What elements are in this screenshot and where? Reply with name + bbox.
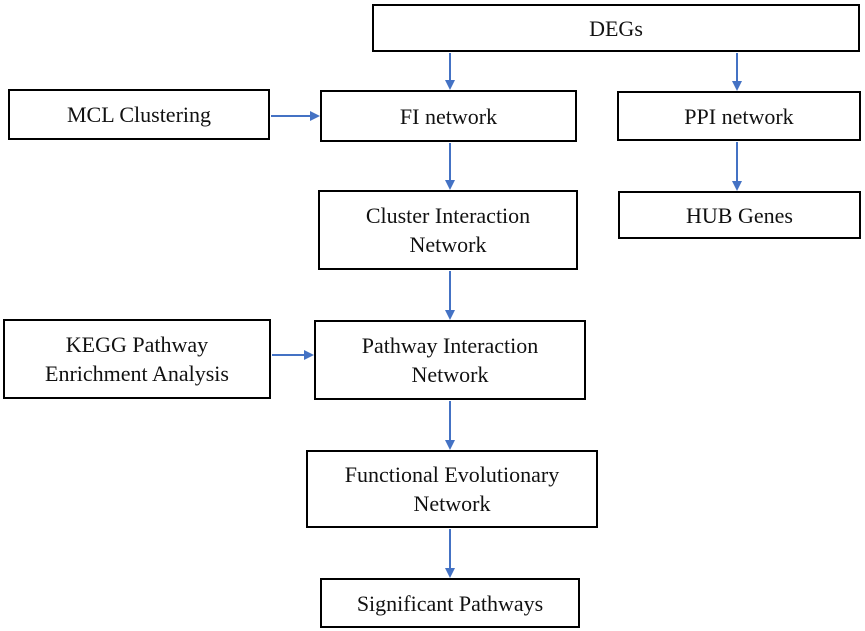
node-kegg-line-2: Enrichment Analysis	[45, 361, 229, 386]
node-ppi-network-label: PPI network	[684, 103, 794, 129]
node-functional-line-1: Functional Evolutionary	[344, 462, 560, 487]
node-kegg-enrichment-analysis-text: KEGG Pathway Enrichment Analysis	[45, 330, 229, 388]
node-fi-network: FI network	[320, 90, 577, 142]
node-pathway-interaction-network-text: Pathway Interaction Network	[362, 331, 539, 389]
node-ppi-network: PPI network	[617, 91, 861, 141]
node-cluster-line-2: Network	[409, 232, 487, 257]
node-pathway-interaction-network: Pathway Interaction Network	[314, 320, 586, 400]
node-significant-pathways-label: Significant Pathways	[356, 590, 544, 616]
node-degs: DEGs	[372, 4, 860, 52]
node-functional-line-2: Network	[413, 491, 491, 516]
node-mcl-clustering: MCL Clustering	[8, 89, 270, 140]
node-fi-network-label: FI network	[399, 103, 498, 129]
node-functional-evolutionary-network-text: Functional Evolutionary Network	[345, 460, 559, 518]
node-pathway-line-2: Network	[411, 362, 489, 387]
node-hub-genes-label: HUB Genes	[686, 202, 793, 228]
node-significant-pathways: Significant Pathways	[320, 578, 580, 628]
node-cluster-interaction-network-text: Cluster Interaction Network	[366, 201, 530, 259]
node-pathway-line-1: Pathway Interaction	[361, 333, 539, 358]
node-cluster-line-1: Cluster Interaction	[365, 203, 531, 228]
node-mcl-clustering-label: MCL Clustering	[66, 102, 212, 127]
node-cluster-interaction-network: Cluster Interaction Network	[318, 190, 578, 270]
node-kegg-line-1: KEGG Pathway	[65, 332, 209, 357]
node-degs-label: DEGs	[589, 15, 643, 41]
node-functional-evolutionary-network: Functional Evolutionary Network	[306, 450, 598, 528]
node-hub-genes: HUB Genes	[618, 191, 861, 239]
node-kegg-enrichment-analysis: KEGG Pathway Enrichment Analysis	[3, 319, 271, 399]
